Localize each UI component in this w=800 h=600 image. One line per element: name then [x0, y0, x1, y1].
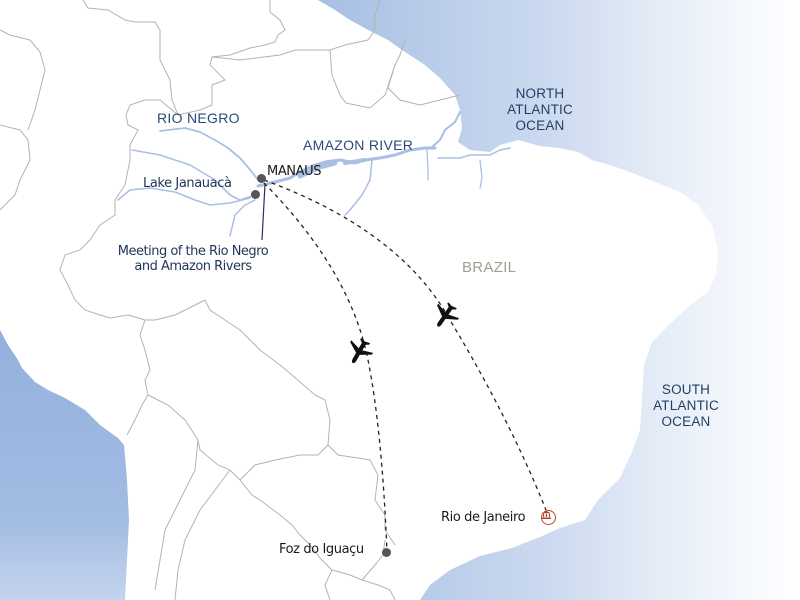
ocean-label-line: SOUTH — [661, 382, 711, 397]
annotation-meeting-of-waters: Meeting of the Rio Negro and Amazon Rive… — [101, 244, 285, 274]
pacific-ocean — [0, 330, 129, 600]
place-label-lake-janauaca: Lake Janauacà — [143, 176, 232, 191]
ocean-label-line: OCEAN — [515, 118, 565, 133]
country-borders — [0, 0, 461, 600]
ocean-label-line: ATLANTIC — [507, 102, 573, 117]
lake-janauaca-marker[interactable] — [251, 190, 260, 199]
route-manaus-rio — [263, 179, 547, 511]
ocean-label-line: NORTH — [515, 86, 565, 101]
ocean-label-line: ATLANTIC — [653, 398, 719, 413]
annotation-line: Meeting of the Rio Negro — [117, 244, 269, 259]
rivers — [117, 111, 511, 237]
landmark-icon — [542, 511, 551, 519]
river-label-rio-negro: RIO NEGRO — [157, 110, 240, 126]
ocean-label-south-atlantic: SOUTH ATLANTIC OCEAN — [646, 382, 726, 430]
route-manaus-foz — [263, 182, 388, 553]
ocean-label-north-atlantic: NORTH ATLANTIC OCEAN — [500, 86, 580, 134]
manaus-marker[interactable] — [257, 174, 266, 183]
rio-de-janeiro-marker[interactable] — [541, 510, 556, 525]
place-label-rio-de-janeiro: Rio de Janeiro — [441, 510, 526, 525]
foz-do-iguacu-marker[interactable] — [382, 548, 391, 557]
country-label-brazil: BRAZIL — [462, 259, 517, 276]
ocean-label-line: OCEAN — [661, 414, 711, 429]
river-label-amazon: AMAZON RIVER — [303, 137, 414, 153]
annotation-line: and Amazon Rivers — [134, 259, 252, 274]
airplane-icon — [437, 302, 459, 327]
flight-routes — [263, 179, 547, 553]
annotation-leader — [261, 183, 266, 241]
place-label-manaus: MANAUS — [267, 164, 322, 179]
airplane-icon — [350, 338, 374, 364]
place-label-foz-do-iguacu: Foz do Iguaçu — [279, 542, 364, 557]
atlantic-ocean — [318, 0, 800, 600]
